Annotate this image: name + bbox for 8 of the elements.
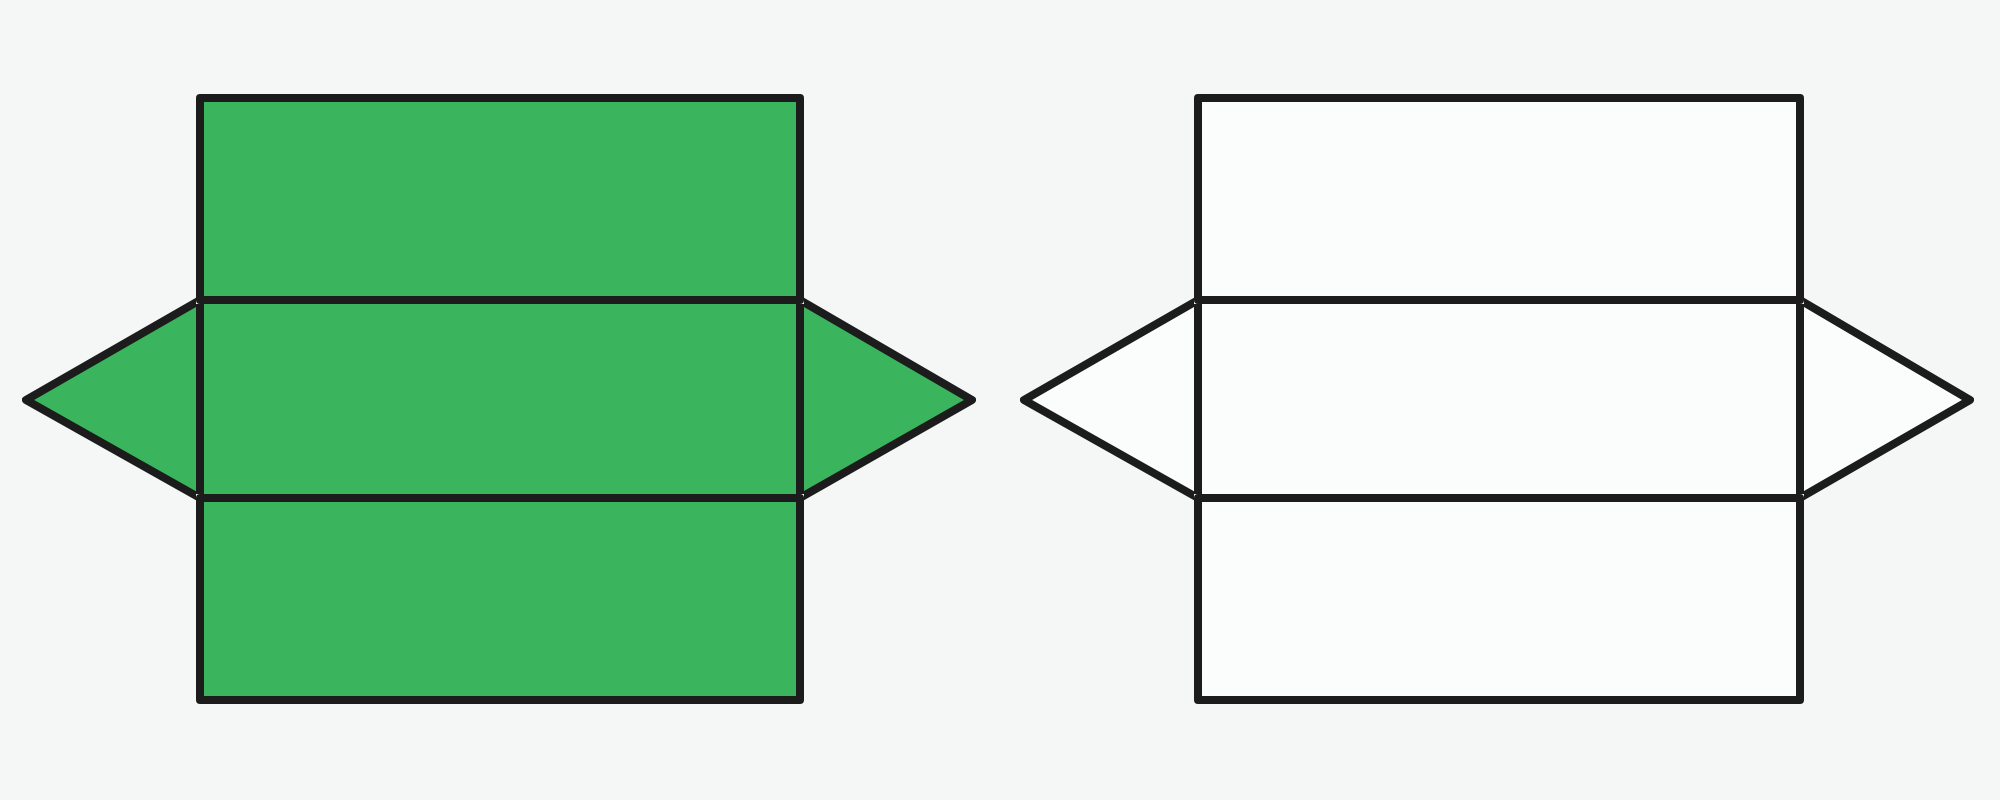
triangular-face — [1804, 296, 1974, 502]
triangular-face — [1020, 296, 1194, 502]
rectangular-face — [1194, 94, 1804, 304]
rectangular-face — [1194, 494, 1804, 704]
rectangular-face — [196, 494, 804, 704]
triangular-face — [22, 296, 196, 502]
triangular-face — [804, 296, 976, 502]
rectangular-face — [196, 94, 804, 304]
